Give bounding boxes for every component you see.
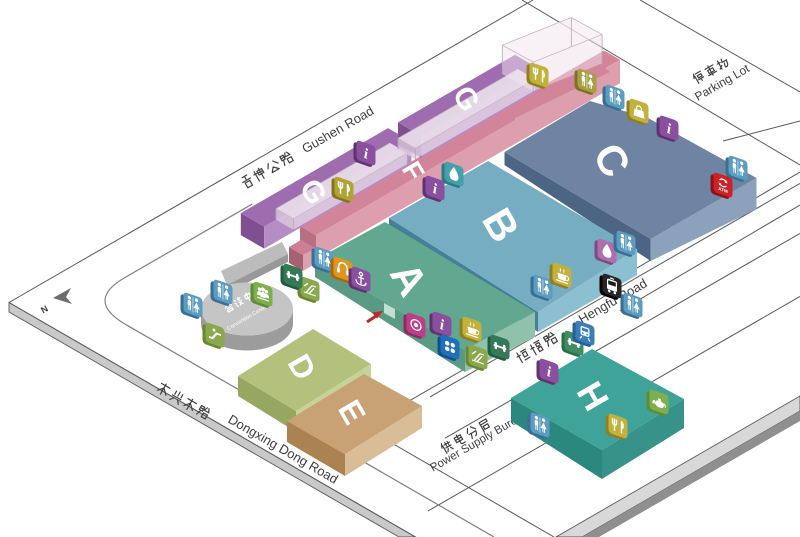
svg-text:i: i bbox=[433, 180, 438, 198]
svg-text:i: i bbox=[440, 316, 445, 334]
svg-text:i: i bbox=[667, 120, 672, 138]
svg-text:N: N bbox=[39, 303, 50, 315]
svg-text:i: i bbox=[547, 363, 552, 381]
svg-text:i: i bbox=[364, 145, 369, 163]
svg-text:ATM: ATM bbox=[718, 186, 728, 194]
